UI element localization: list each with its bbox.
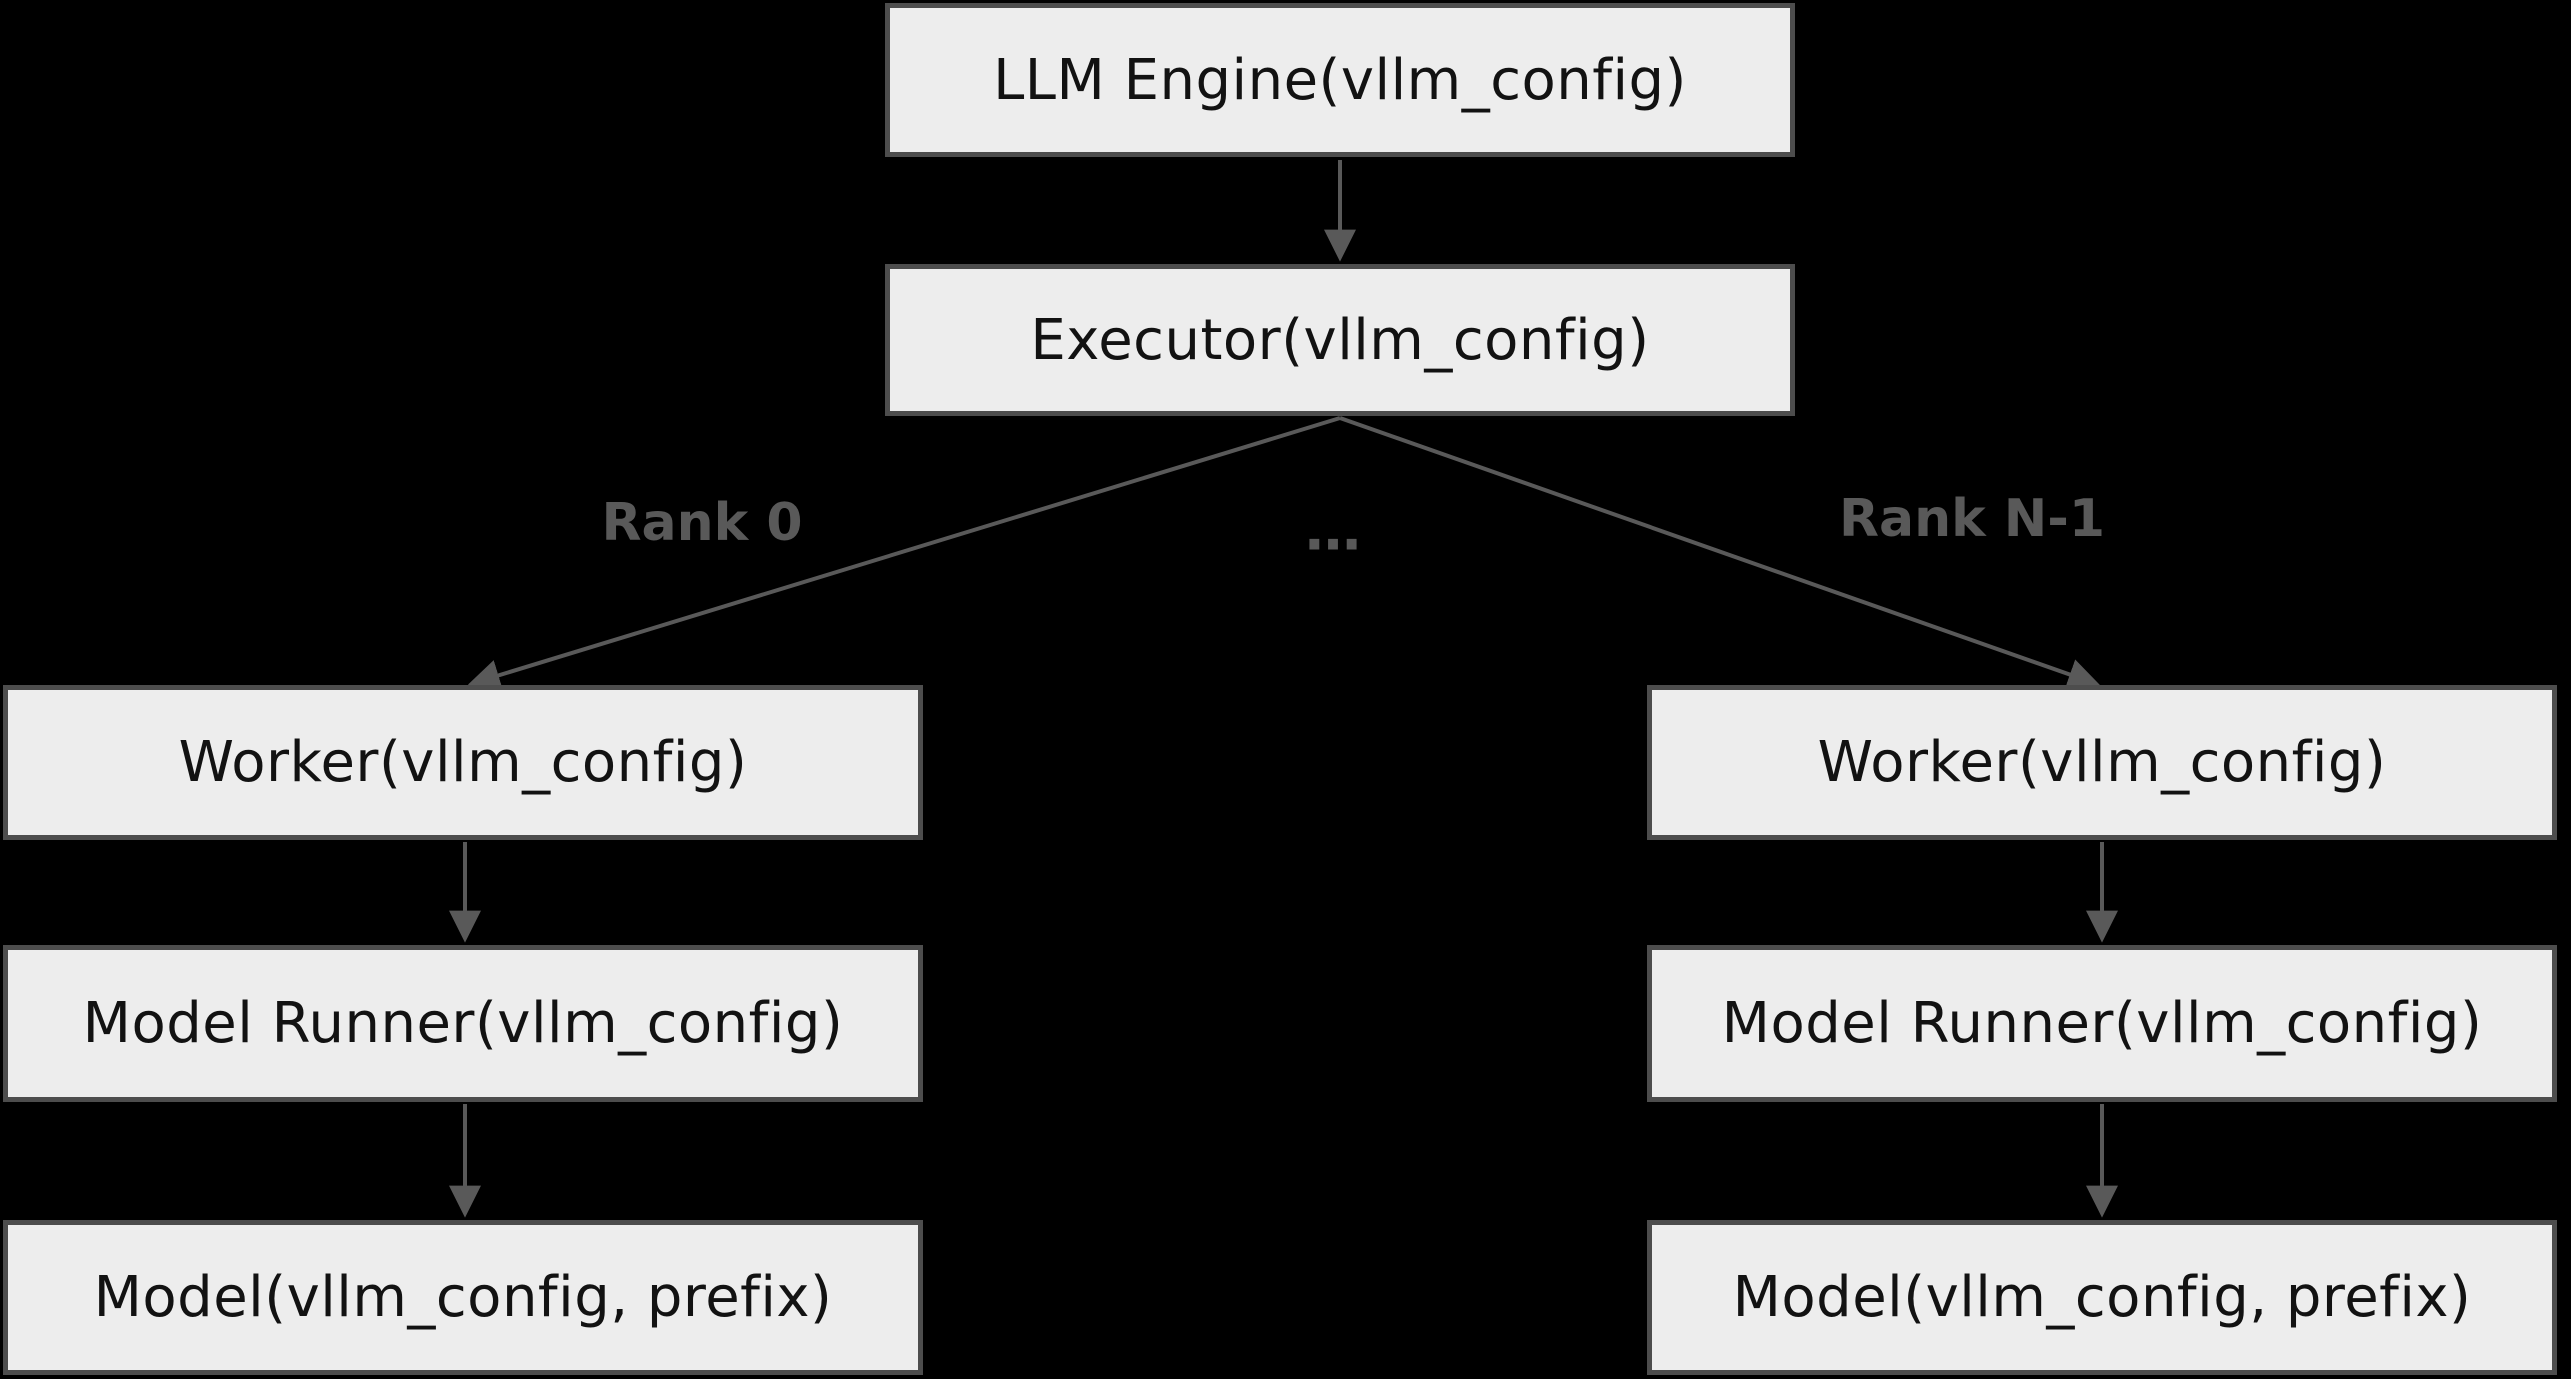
node-worker-rank-n-1-label: Worker(vllm_config) bbox=[1817, 730, 2387, 795]
node-worker-rank-0-label: Worker(vllm_config) bbox=[178, 730, 748, 795]
node-worker-rank-n-1: Worker(vllm_config) bbox=[1647, 685, 2557, 840]
node-model-runner-rank-n-1-label: Model Runner(vllm_config) bbox=[1721, 991, 2483, 1056]
node-model-rank-n-1-label: Model(vllm_config, prefix) bbox=[1732, 1265, 2472, 1330]
node-model-runner-rank-n-1: Model Runner(vllm_config) bbox=[1647, 945, 2557, 1102]
node-executor: Executor(vllm_config) bbox=[885, 264, 1795, 416]
node-worker-rank-0: Worker(vllm_config) bbox=[3, 685, 923, 840]
edge-executor-to-worker-right bbox=[1339, 416, 2101, 690]
edge-label-rank-0: Rank 0 bbox=[601, 493, 803, 553]
node-executor-label: Executor(vllm_config) bbox=[1030, 307, 1650, 373]
node-model-rank-0-label: Model(vllm_config, prefix) bbox=[93, 1265, 833, 1330]
node-model-runner-rank-0-label: Model Runner(vllm_config) bbox=[82, 991, 844, 1056]
edge-executor-to-worker-left bbox=[467, 416, 1341, 691]
node-model-rank-0: Model(vllm_config, prefix) bbox=[3, 1220, 923, 1375]
node-llm-engine: LLM Engine(vllm_config) bbox=[885, 3, 1795, 157]
edge-label-ellipsis: … bbox=[1305, 498, 1361, 564]
node-model-runner-rank-0: Model Runner(vllm_config) bbox=[3, 945, 923, 1102]
node-llm-engine-label: LLM Engine(vllm_config) bbox=[993, 47, 1687, 113]
node-model-rank-n-1: Model(vllm_config, prefix) bbox=[1647, 1220, 2557, 1375]
edge-label-rank-n-1: Rank N-1 bbox=[1838, 489, 2106, 549]
